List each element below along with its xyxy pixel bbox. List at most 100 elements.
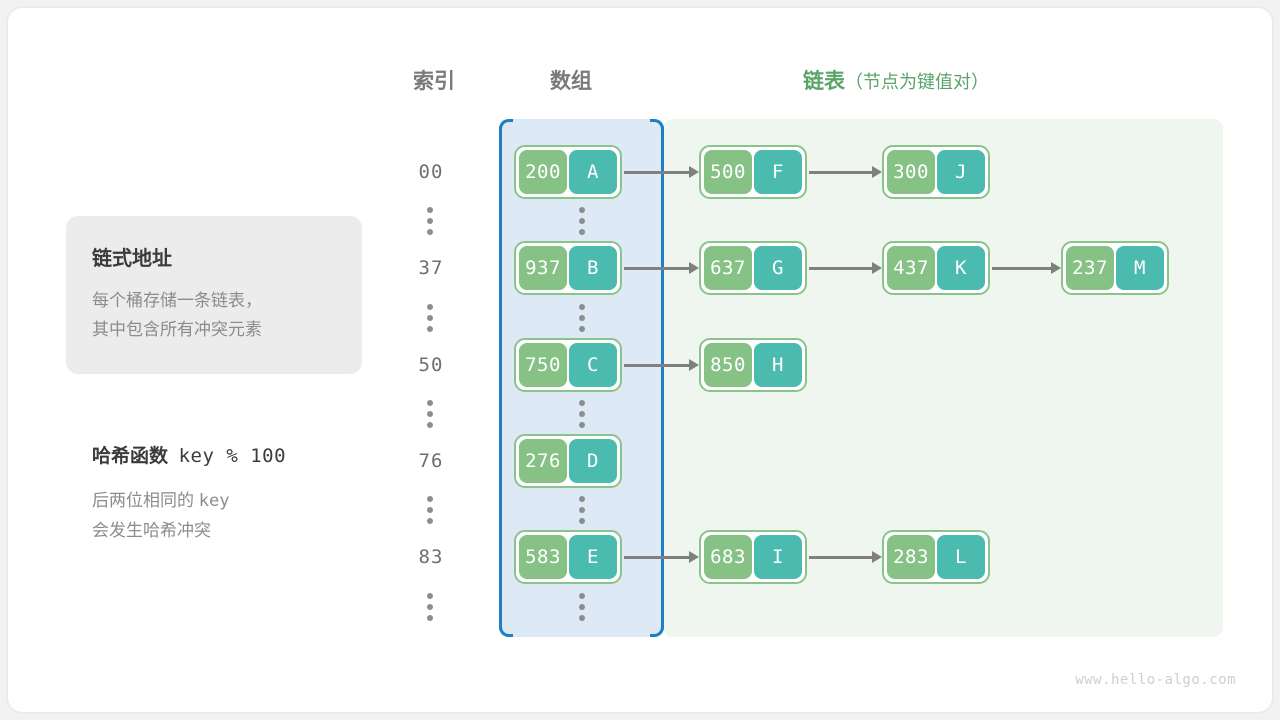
node-key: 500 bbox=[704, 150, 752, 194]
array-ellipsis-icon bbox=[579, 304, 585, 332]
index-ellipsis-icon bbox=[427, 593, 433, 621]
node-value: I bbox=[754, 535, 802, 579]
array-ellipsis-icon bbox=[579, 207, 585, 235]
next-pointer-arrow bbox=[992, 262, 1061, 274]
node-value: G bbox=[754, 246, 802, 290]
array-region-corner-top-left bbox=[499, 119, 513, 133]
info-panel-body: 每个桶存储一条链表， 其中包含所有冲突元素 bbox=[92, 286, 342, 344]
node-value: B bbox=[569, 246, 617, 290]
arrow-head-icon bbox=[872, 262, 882, 274]
hash-function-label: 哈希函数 bbox=[92, 446, 169, 467]
node-value: A bbox=[569, 150, 617, 194]
node-value: M bbox=[1116, 246, 1164, 290]
ellipsis-row bbox=[8, 490, 1272, 530]
arrow-shaft bbox=[624, 363, 689, 367]
node-key: 276 bbox=[519, 439, 567, 483]
bucket-index: 50 bbox=[418, 354, 444, 376]
arrow-shaft bbox=[809, 170, 872, 174]
next-pointer-arrow bbox=[624, 166, 699, 178]
bucket-index: 00 bbox=[418, 161, 444, 183]
node-key: 237 bbox=[1066, 246, 1114, 290]
index-ellipsis-icon bbox=[427, 207, 433, 235]
arrow-head-icon bbox=[689, 166, 699, 178]
arrow-head-icon bbox=[689, 551, 699, 563]
ellipsis-row bbox=[8, 394, 1272, 434]
array-ellipsis-icon bbox=[579, 496, 585, 524]
ellipsis-row bbox=[8, 201, 1272, 241]
next-pointer-arrow bbox=[624, 262, 699, 274]
node-key: 283 bbox=[887, 535, 935, 579]
hash-function-line-2: 会发生哈希冲突 bbox=[92, 521, 211, 540]
column-header-index: 索引 bbox=[413, 70, 455, 93]
watermark: www.hello-algo.com bbox=[1075, 672, 1236, 688]
arrow-shaft bbox=[809, 555, 872, 559]
info-panel bbox=[66, 216, 362, 374]
hash-function-line-1-text: 后两位相同的 bbox=[92, 491, 194, 510]
column-header-array: 数组 bbox=[550, 70, 592, 93]
arrow-head-icon bbox=[872, 166, 882, 178]
ellipsis-row bbox=[8, 298, 1272, 338]
node-key: 583 bbox=[519, 535, 567, 579]
info-panel-title: 链式地址 bbox=[92, 248, 172, 270]
node-value: D bbox=[569, 439, 617, 483]
arrow-shaft bbox=[624, 555, 689, 559]
arrow-shaft bbox=[992, 266, 1051, 270]
next-pointer-arrow bbox=[624, 551, 699, 563]
next-pointer-arrow bbox=[624, 359, 699, 371]
node-value: H bbox=[754, 343, 802, 387]
column-header-linked-list-main: 链表 bbox=[803, 70, 845, 93]
array-region-corner-top-right bbox=[650, 119, 664, 133]
node-key: 683 bbox=[704, 535, 752, 579]
node-value: K bbox=[937, 246, 985, 290]
node-key: 300 bbox=[887, 150, 935, 194]
node-value: J bbox=[937, 150, 985, 194]
array-ellipsis-icon bbox=[579, 400, 585, 428]
hash-function-line-1-mono: key bbox=[198, 491, 230, 511]
node-key: 437 bbox=[887, 246, 935, 290]
arrow-head-icon bbox=[689, 262, 699, 274]
index-ellipsis-icon bbox=[427, 304, 433, 332]
arrow-shaft bbox=[624, 266, 689, 270]
index-ellipsis-icon bbox=[427, 496, 433, 524]
index-ellipsis-icon bbox=[427, 400, 433, 428]
array-region-corner-bottom-right bbox=[650, 623, 664, 637]
node-key: 937 bbox=[519, 246, 567, 290]
arrow-head-icon bbox=[872, 551, 882, 563]
node-value: L bbox=[937, 535, 985, 579]
column-header-linked-list: 链表（节点为键值对） bbox=[803, 65, 989, 95]
node-key: 200 bbox=[519, 150, 567, 194]
node-value: C bbox=[569, 343, 617, 387]
node-key: 637 bbox=[704, 246, 752, 290]
hash-function-line-1: 后两位相同的 key bbox=[92, 486, 352, 516]
diagram-card: 索引 数组 链表（节点为键值对） 链式地址 每个桶存储一条链表， 其中包含所有冲… bbox=[8, 8, 1272, 712]
arrow-head-icon bbox=[1051, 262, 1061, 274]
bucket-index: 83 bbox=[418, 546, 444, 568]
hash-function-body: 后两位相同的 key 会发生哈希冲突 bbox=[92, 486, 352, 546]
next-pointer-arrow bbox=[809, 166, 882, 178]
next-pointer-arrow bbox=[809, 551, 882, 563]
ellipsis-row bbox=[8, 587, 1272, 627]
next-pointer-arrow bbox=[809, 262, 882, 274]
info-panel-line-1: 每个桶存储一条链表， bbox=[92, 291, 262, 310]
arrow-shaft bbox=[809, 266, 872, 270]
array-ellipsis-icon bbox=[579, 593, 585, 621]
